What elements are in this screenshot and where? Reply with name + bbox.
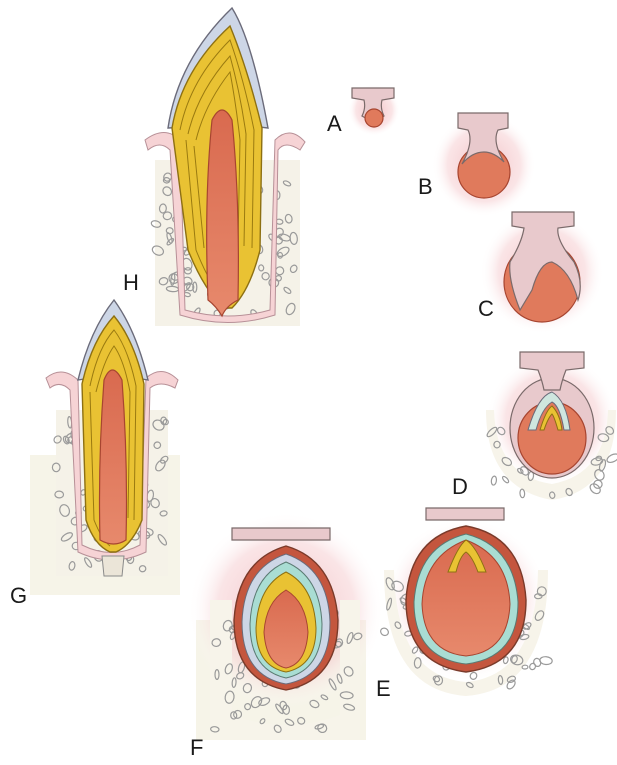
stage-g-tooth xyxy=(30,300,180,595)
stage-label-b: B xyxy=(418,176,433,198)
stage-e-crown xyxy=(379,508,552,696)
stage-b-papilla xyxy=(458,146,510,198)
stage-a-papilla xyxy=(365,109,383,127)
stage-label-a: A xyxy=(327,113,342,135)
stage-label-d: D xyxy=(452,476,468,498)
stage-h-pulp xyxy=(207,110,239,316)
stage-a-bud xyxy=(348,84,400,136)
stage-h-tooth xyxy=(145,8,305,326)
stage-f-root-formation xyxy=(188,512,384,740)
bone-trabecula xyxy=(529,662,537,670)
stage-g-apex xyxy=(102,556,124,576)
stage-b-cap xyxy=(432,113,536,217)
bone-trabecula xyxy=(491,476,497,486)
stage-label-h: H xyxy=(123,272,139,294)
stage-label-f: F xyxy=(190,737,203,759)
stage-d-crown-formation xyxy=(486,352,617,500)
stage-label-g: G xyxy=(10,585,27,607)
stage-e-epithelium-band xyxy=(426,508,504,520)
bone-trabecula xyxy=(539,656,552,665)
stage-c-bell xyxy=(480,210,604,334)
stage-label-c: C xyxy=(478,298,494,320)
stage-f-epithelium-band xyxy=(232,528,330,540)
stage-label-e: E xyxy=(376,678,391,700)
bone-trabecula xyxy=(520,489,525,498)
bone-trabecula xyxy=(588,482,602,496)
stage-g-pulp xyxy=(100,370,127,544)
